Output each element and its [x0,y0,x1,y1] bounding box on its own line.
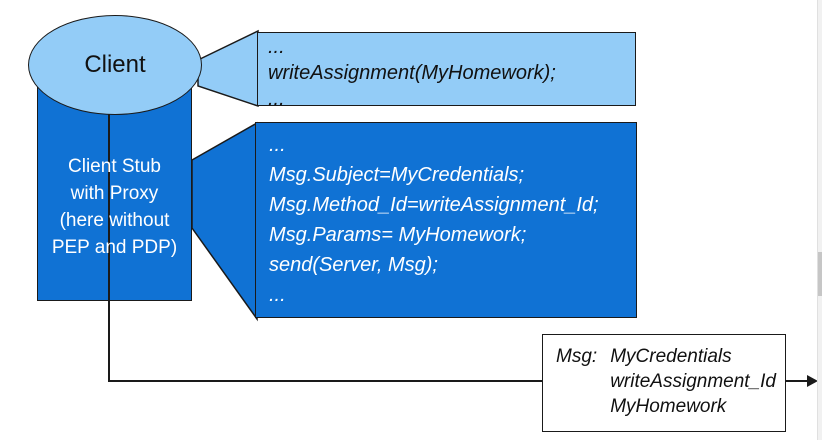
stub-label-line: PEP and PDP) [51,237,178,258]
message-values: MyCredentials writeAssignment_Id MyHomew… [610,344,776,419]
vertical-scrollbar[interactable] [817,0,822,440]
code-line: ... [269,284,286,306]
stub-code-box: ... Msg.Subject=MyCredentials; Msg.Metho… [255,122,637,318]
client-code-box: ... writeAssignment(MyHomework); ... [257,32,636,110]
message-box: Msg: MyCredentials writeAssignment_Id My… [542,334,786,432]
client-ellipse: Client [28,15,202,115]
code-line: ... [268,88,285,110]
network-horizontal-line [108,380,544,382]
message-value: MyCredentials [610,346,732,367]
scrollbar-handle[interactable] [818,252,822,296]
message-value: writeAssignment_Id [610,371,776,392]
client-code-callout-wedge [197,29,259,108]
code-line: Msg.Method_Id=writeAssignment_Id; [269,194,599,216]
stub-label-line: Client Stub [68,156,161,177]
client-stub-box [37,78,192,301]
code-line: Msg.Params= MyHomework; [269,224,527,246]
message-label: Msg: [556,346,598,367]
code-line: ... [269,134,286,156]
client-label: Client [84,51,146,78]
code-line: send(Server, Msg); [269,254,438,276]
code-line: ... [268,36,285,58]
stub-label-line: (here without [59,210,170,231]
code-line: Msg.Subject=MyCredentials; [269,164,525,186]
stub-label-line: with Proxy [70,183,159,204]
send-arrow-line [785,380,809,382]
code-line: writeAssignment(MyHomework); [268,62,556,84]
message-value: MyHomework [610,396,727,417]
client-stub-label: Client Stub with Proxy (here without PEP… [37,153,192,261]
stub-code-callout-wedge [191,121,258,322]
send-arrow-head-icon [807,375,818,387]
client-to-network-vertical-line [108,114,110,382]
